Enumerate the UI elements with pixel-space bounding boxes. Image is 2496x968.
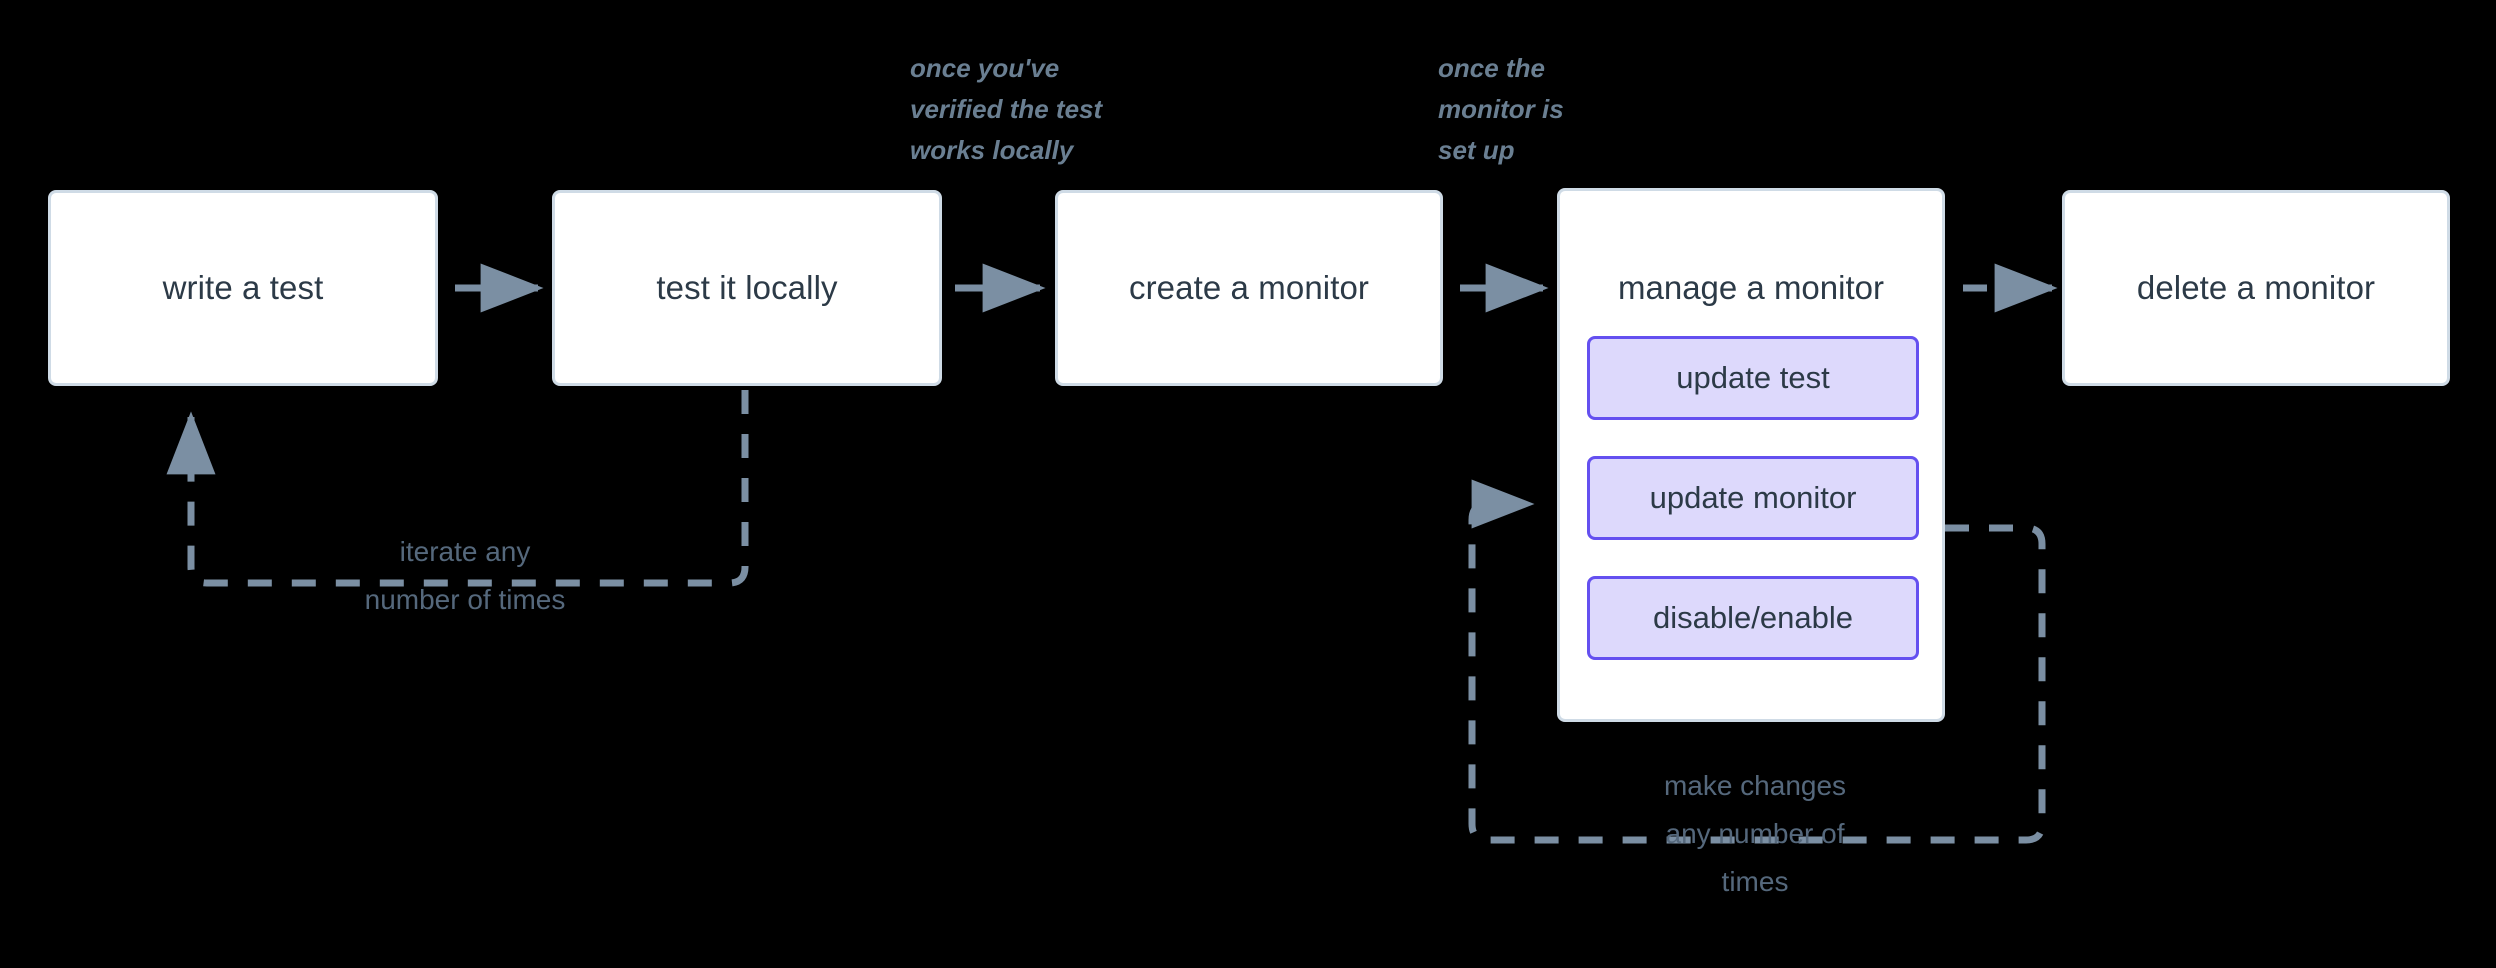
- node-manage-a-monitor[interactable]: manage a monitor update test update moni…: [1557, 188, 1945, 722]
- loop-note-iterate: iterate any number of times: [364, 536, 566, 615]
- node-label-delete-a-monitor: delete a monitor: [2136, 269, 2376, 306]
- subnode-disable-enable[interactable]: disable/enable: [1587, 576, 1919, 660]
- subnode-label-update-test: update test: [1676, 360, 1830, 395]
- node-label-manage-a-monitor: manage a monitor: [1618, 269, 1884, 306]
- subnode-update-monitor[interactable]: update monitor: [1587, 456, 1919, 540]
- subnode-label-update-monitor: update monitor: [1649, 480, 1857, 515]
- node-create-a-monitor[interactable]: create a monitor: [1055, 190, 1443, 386]
- node-label-test-it-locally: test it locally: [656, 269, 838, 306]
- subnode-update-test[interactable]: update test: [1587, 336, 1919, 420]
- node-label-write-a-test: write a test: [162, 269, 324, 306]
- node-delete-a-monitor[interactable]: delete a monitor: [2062, 190, 2450, 386]
- edge-note-set-up: once the monitor is set up: [1438, 53, 1564, 165]
- node-label-create-a-monitor: create a monitor: [1128, 269, 1370, 306]
- node-test-it-locally[interactable]: test it locally: [552, 190, 942, 386]
- loop-note-make-changes: make changes any number of times: [1663, 770, 1847, 897]
- subnode-label-disable-enable: disable/enable: [1653, 600, 1853, 635]
- node-write-a-test[interactable]: write a test: [48, 190, 438, 386]
- edge-note-verified: once you've verified the test works loca…: [910, 53, 1103, 165]
